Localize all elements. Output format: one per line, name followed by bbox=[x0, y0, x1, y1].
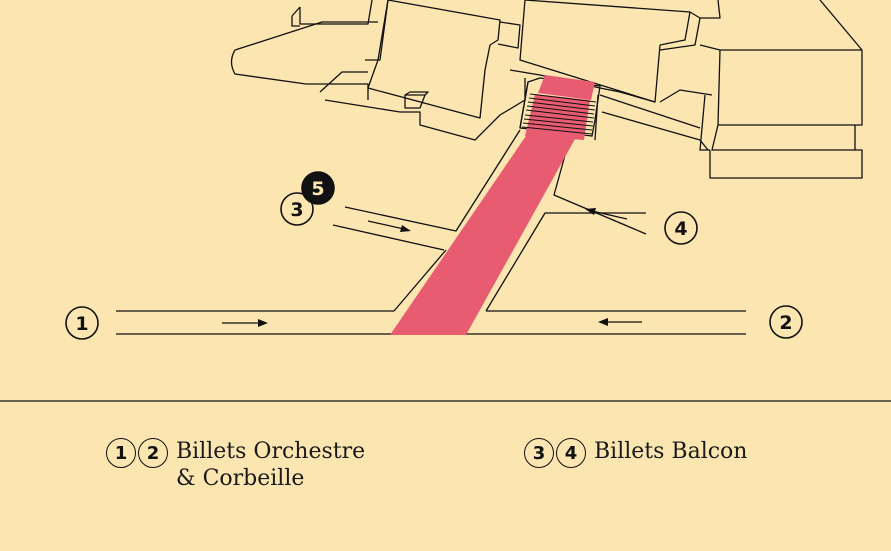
entrance-badge-2: 2 bbox=[769, 305, 803, 339]
legend-balcon: 3 4 Billets Balcon bbox=[524, 438, 747, 468]
legend-label: Billets Balcon bbox=[594, 438, 747, 465]
badge-number: 5 bbox=[311, 178, 324, 200]
legend-label-line: & Corbeille bbox=[176, 466, 305, 491]
legend-badge: 1 bbox=[106, 438, 136, 468]
legend-label: Billets Orchestre & Corbeille bbox=[176, 438, 365, 492]
badge-number: 2 bbox=[779, 312, 792, 334]
entrance-badge-3: 3 bbox=[280, 192, 314, 226]
legend-badge: 2 bbox=[138, 438, 168, 468]
legend-badges: 3 4 bbox=[524, 438, 586, 468]
arrow-right-icon bbox=[222, 319, 268, 327]
badge-number: 1 bbox=[75, 313, 88, 335]
entrance-badge-1: 1 bbox=[65, 306, 99, 340]
entrance-badge-5: 5 bbox=[301, 171, 335, 205]
legend-label-line: Billets Orchestre bbox=[176, 439, 366, 464]
legend-badge: 3 bbox=[524, 438, 554, 468]
arrow-left-icon bbox=[598, 318, 642, 326]
legend-label-line: Billets Balcon bbox=[594, 439, 748, 464]
venue-building bbox=[230, 0, 863, 179]
badge-number: 3 bbox=[290, 199, 303, 221]
legend-badge: 4 bbox=[556, 438, 586, 468]
legend-badges: 1 2 bbox=[106, 438, 168, 468]
arrow-right-icon bbox=[367, 220, 411, 232]
badge-number: 4 bbox=[674, 218, 687, 240]
arrow-left-icon bbox=[585, 208, 628, 220]
carpet-steps bbox=[521, 93, 597, 135]
corridor-lower-left-top bbox=[116, 249, 447, 312]
legend-orchestre-corbeille: 1 2 Billets Orchestre & Corbeille bbox=[106, 438, 365, 492]
red-carpet bbox=[390, 75, 597, 335]
entrance-badge-4: 4 bbox=[664, 211, 698, 245]
